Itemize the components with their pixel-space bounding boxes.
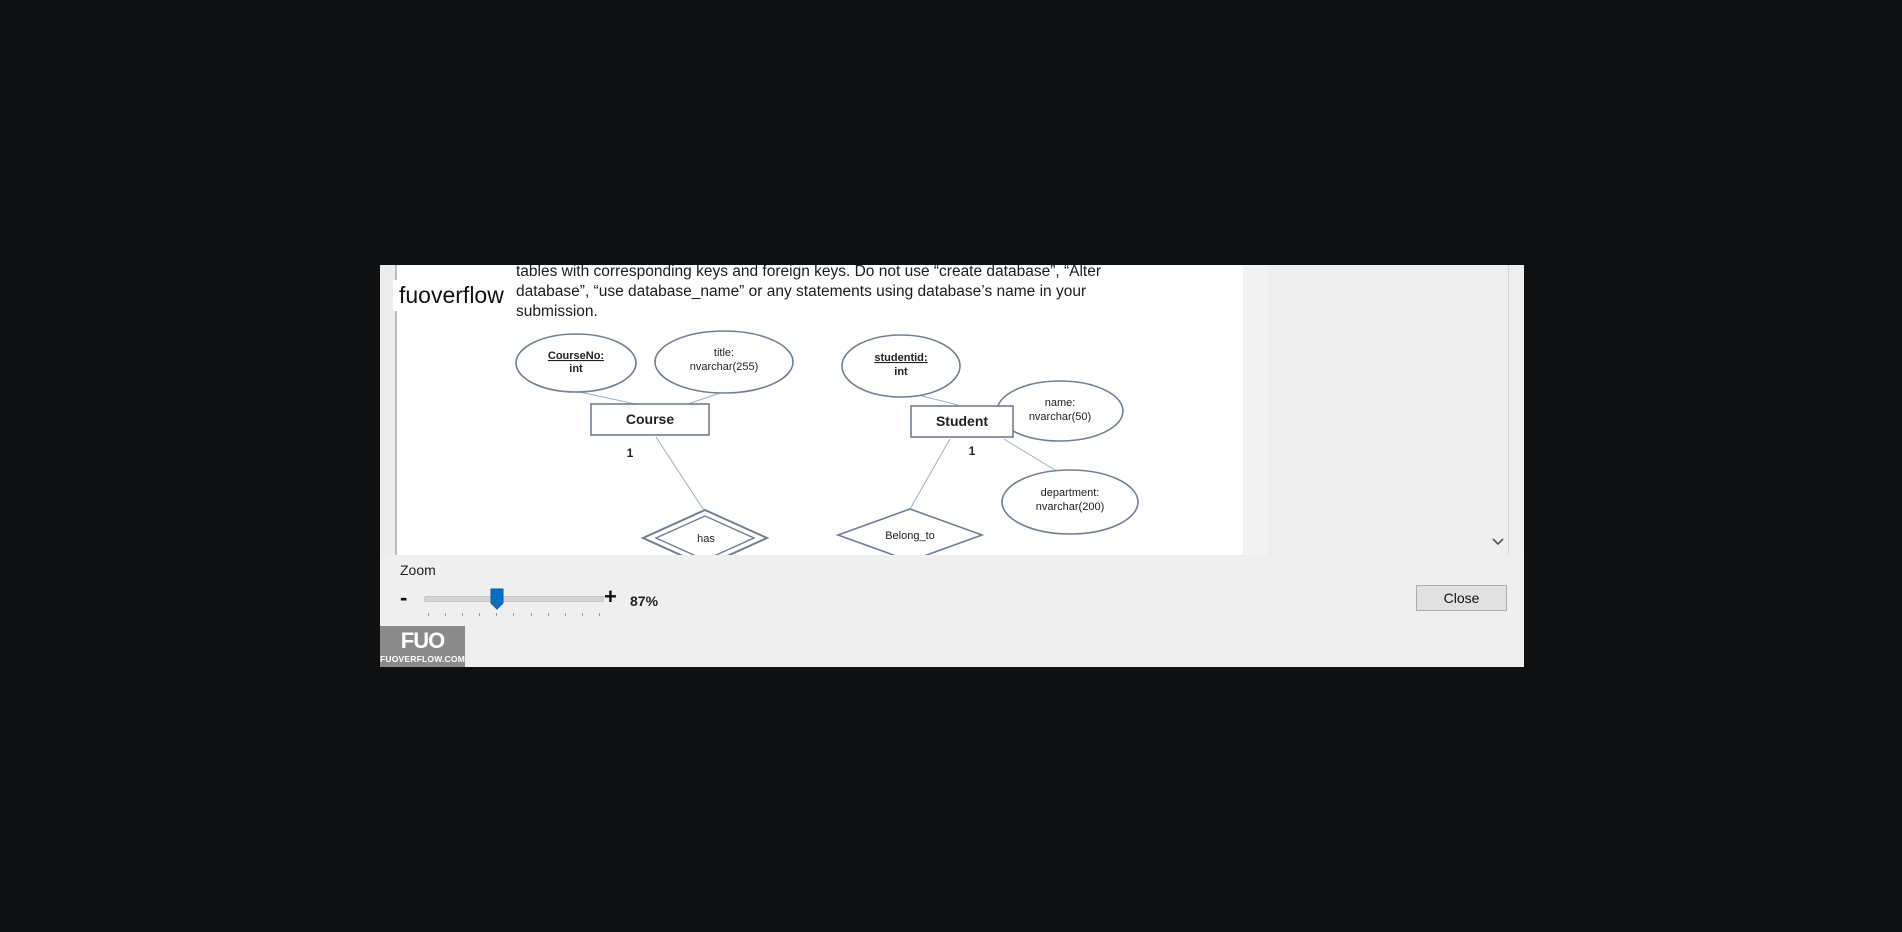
watermark-text: fuoverflow <box>393 280 510 311</box>
relationship-has: has <box>640 508 770 555</box>
attribute-title: title: nvarchar(255) <box>654 330 794 394</box>
slider-track[interactable] <box>424 596 604 602</box>
zoom-value: 87% <box>630 593 659 609</box>
connector-line <box>655 436 706 513</box>
attribute-type: nvarchar(255) <box>690 361 758 373</box>
image-viewer[interactable]: tables with corresponding keys and forei… <box>380 265 1524 555</box>
connector-line <box>574 390 641 406</box>
document-line: database”, “use database_name” or any st… <box>516 283 1087 300</box>
attribute-type: int <box>894 366 908 378</box>
slider-ticks <box>428 613 600 617</box>
attribute-type: nvarchar(50) <box>1029 411 1091 423</box>
entity-student: Student <box>910 405 1014 438</box>
zoom-label: Zoom <box>400 562 436 578</box>
cardinality-label: 1 <box>969 444 976 458</box>
logo-mark: FUO <box>400 628 445 653</box>
entity-course: Course <box>590 403 710 436</box>
chevron-down-icon[interactable] <box>1492 533 1504 549</box>
relationship-diamond <box>640 508 770 555</box>
relationship-belong-to: Belong_to <box>835 508 985 555</box>
relationship-diamond-inner <box>654 515 756 555</box>
relationship-label: Belong_to <box>885 530 935 542</box>
site-logo: FUO FUOVERFLOW.COM <box>380 626 465 667</box>
attribute-name: department: <box>1041 487 1100 499</box>
relationship-diamond <box>835 508 985 555</box>
attribute-name: CourseNo: <box>548 350 604 362</box>
connector-line <box>684 392 721 406</box>
document-line: submission. <box>516 303 598 320</box>
close-button[interactable]: Close <box>1416 585 1507 611</box>
zoom-viewer-window: tables with corresponding keys and forei… <box>380 265 1524 667</box>
document-line: tables with corresponding keys and forei… <box>516 265 1102 280</box>
entity-box <box>910 405 1014 438</box>
attribute-department: department: nvarchar(200) <box>1001 469 1139 535</box>
entity-label: Course <box>626 411 674 427</box>
attribute-ellipse <box>1001 469 1139 535</box>
attribute-studentid: studentid: int <box>841 334 961 398</box>
attribute-name: studentid: <box>874 352 927 364</box>
connector-line <box>909 438 951 510</box>
attribute-name: title: <box>714 347 734 359</box>
slider-thumb[interactable] <box>490 588 504 610</box>
attribute-ellipse <box>841 334 961 398</box>
zoom-in-button[interactable]: + <box>604 584 617 609</box>
zoom-out-button[interactable]: - <box>400 585 408 610</box>
right-gutter <box>1268 265 1524 555</box>
attribute-type: nvarchar(200) <box>1036 501 1104 513</box>
logo-subtitle: FUOVERFLOW.COM <box>380 654 465 664</box>
entity-label: Student <box>936 413 988 429</box>
relationship-label: has <box>697 533 715 545</box>
er-diagram: CourseNo: int title: nvarchar(255) stude… <box>515 330 1139 555</box>
attribute-courseno: CourseNo: int <box>515 333 637 393</box>
document-text: tables with corresponding keys and forei… <box>516 265 1156 322</box>
left-divider <box>395 265 397 555</box>
attribute-ellipse <box>515 333 637 393</box>
attribute-type: int <box>569 363 583 375</box>
entity-box <box>590 403 710 436</box>
attribute-name: name: nvarchar(50) <box>996 380 1124 442</box>
cardinality-label: 1 <box>627 446 634 460</box>
attribute-name: name: <box>1045 397 1076 409</box>
attribute-ellipse <box>654 330 794 394</box>
zoom-slider[interactable] <box>424 588 604 618</box>
right-divider <box>1508 265 1509 555</box>
